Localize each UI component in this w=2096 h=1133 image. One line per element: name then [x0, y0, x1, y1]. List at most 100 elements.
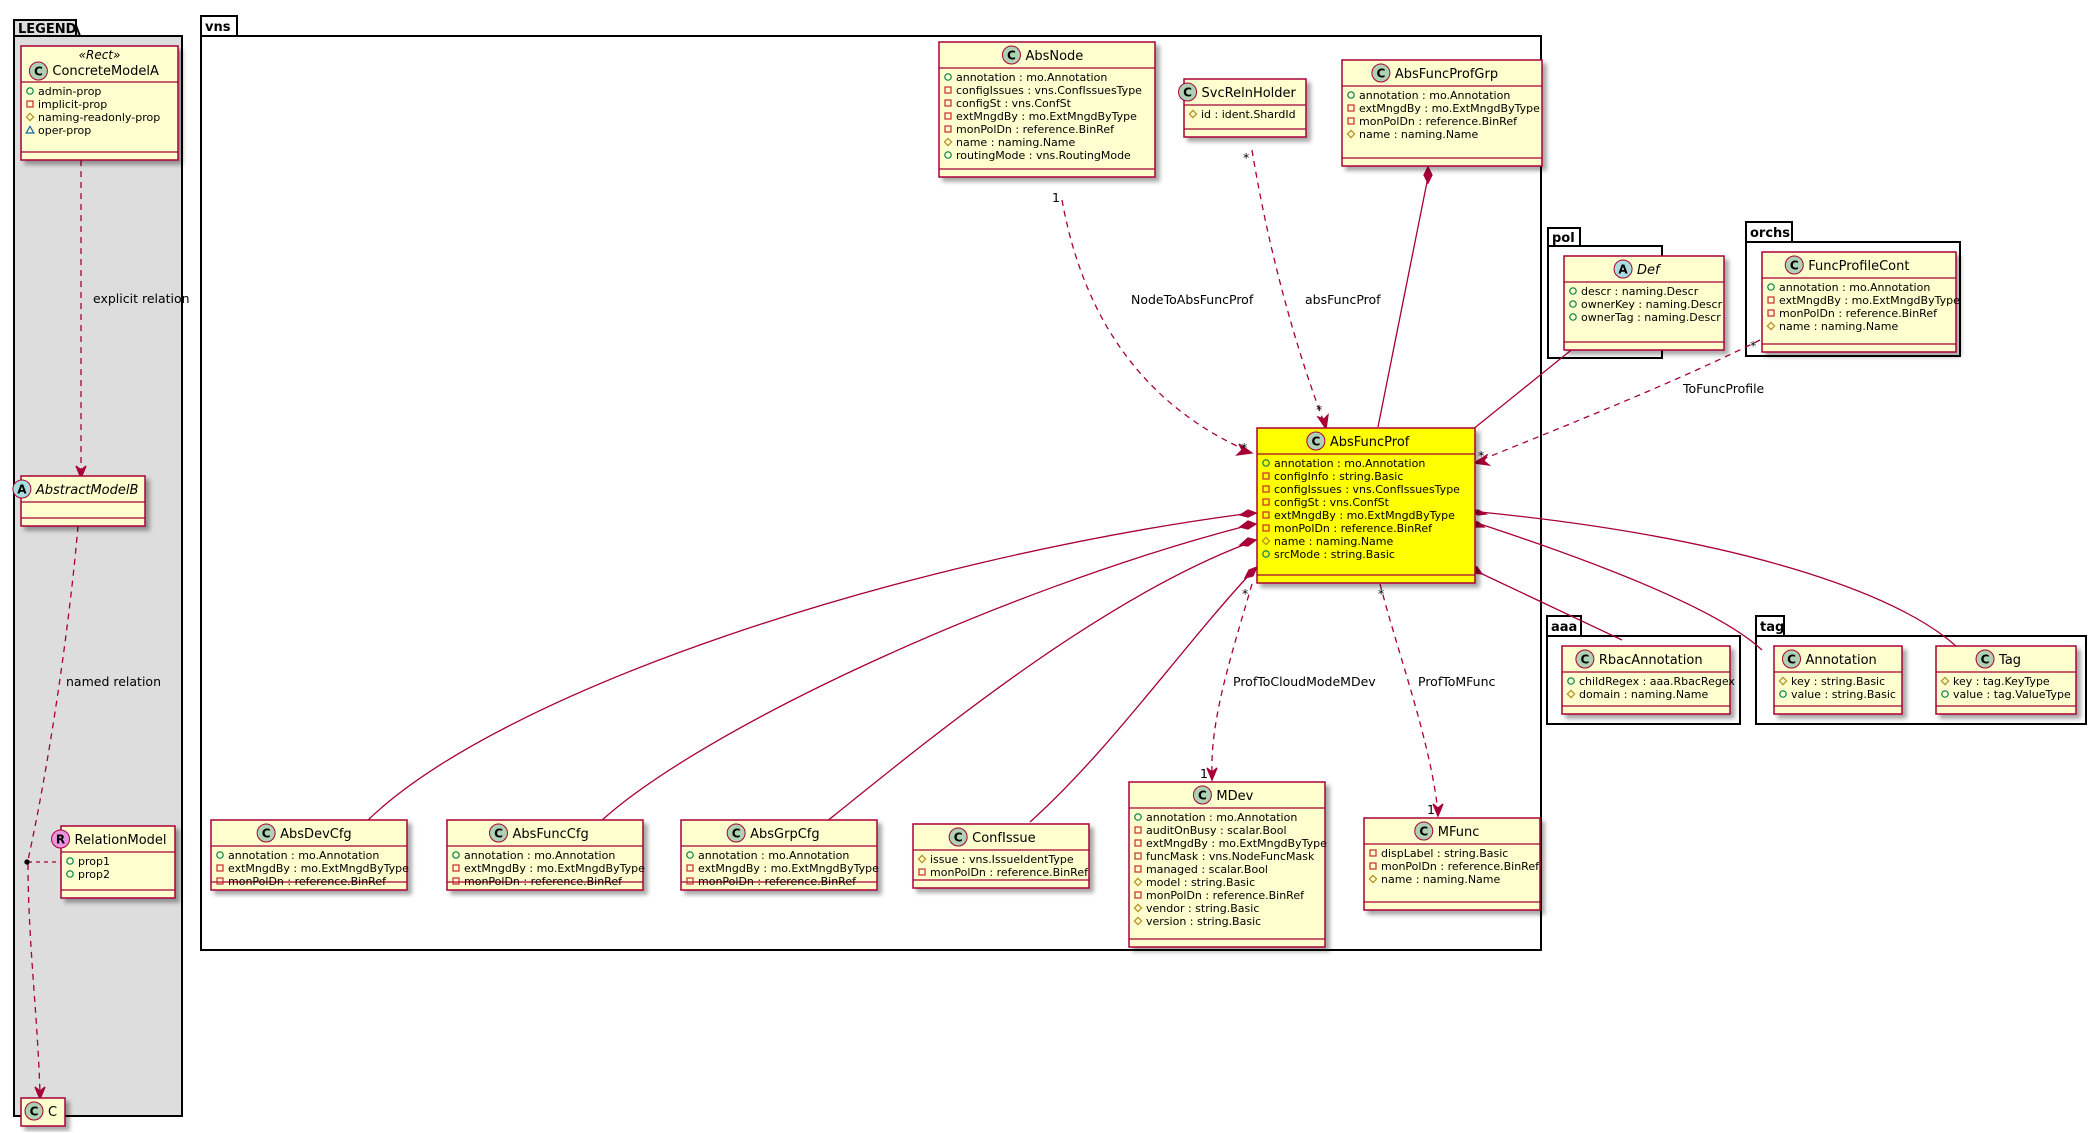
package-orchs-title: orchs	[1750, 226, 1790, 241]
class-name: RbacAnnotation	[1599, 653, 1703, 668]
class-attribute: configIssues : vns.ConfIssuesType	[1274, 483, 1460, 496]
package-pol-title: pol	[1552, 231, 1575, 246]
edges	[24, 149, 1961, 1101]
protected-visibility-icon	[1188, 109, 1198, 119]
mult-absfuncprof-mdev: *	[1242, 586, 1248, 601]
class-attribute: configInfo : string.Basic	[1274, 470, 1403, 483]
private-visibility-icon	[944, 112, 952, 120]
class-attribute: dispLabel : string.Basic	[1381, 847, 1508, 860]
private-visibility-icon	[944, 86, 952, 94]
class-attribute: annotation : mo.Annotation	[956, 71, 1107, 84]
public-visibility-icon	[1347, 91, 1355, 99]
class-kind-icon	[726, 823, 746, 843]
composition-diamond-absdevcfg	[1238, 509, 1258, 518]
class-attribute: name : naming.Name	[1779, 320, 1899, 333]
edge-prof-to-mdev-arrow	[1206, 767, 1218, 782]
class-kind-icon	[1178, 82, 1198, 102]
class-attribute: name : naming.Name	[1274, 535, 1394, 548]
protected-visibility-icon	[1133, 877, 1143, 887]
class-name: RelationModel	[75, 833, 167, 848]
protected-visibility-icon	[1133, 903, 1143, 913]
public-visibility-icon	[1569, 300, 1577, 308]
class-box	[60, 825, 176, 899]
class-attribute: auditOnBusy : scalar.Bool	[1146, 824, 1287, 837]
mult-absfuncprof-mfunc: *	[1378, 586, 1384, 601]
label-explicit-relation: explicit relation	[93, 291, 190, 306]
private-visibility-icon	[944, 99, 952, 107]
class-name: MFunc	[1438, 825, 1480, 840]
class-attribute: vendor : string.Basic	[1146, 902, 1259, 915]
class-kind-letter: C	[732, 827, 741, 841]
class-attribute: managed : scalar.Bool	[1146, 863, 1268, 876]
class-kind-letter: C	[30, 1105, 39, 1119]
private-visibility-icon	[1262, 485, 1270, 493]
package-visibility-icon	[25, 125, 35, 134]
label-abs-func-prof: absFuncProf	[1305, 292, 1381, 307]
mult-absfuncprof-node: *	[1241, 440, 1247, 455]
class-kind-icon	[1414, 821, 1434, 841]
private-visibility-icon	[1347, 104, 1355, 112]
class-kind-letter: C	[34, 65, 43, 79]
protected-visibility-icon	[25, 112, 35, 122]
class-kind-letter: C	[954, 831, 963, 845]
class-name: MDev	[1216, 789, 1253, 804]
class-kind-letter: R	[56, 833, 65, 847]
class-box	[446, 819, 644, 891]
class-name: ConfIssue	[972, 831, 1035, 846]
public-visibility-icon	[66, 857, 74, 865]
class-rbac-annotation[interactable]: C RbacAnnotation childRegex : aaa.RbacRege…	[1561, 645, 1735, 715]
private-visibility-icon	[1369, 849, 1377, 857]
class-attribute: configSt : vns.ConfSt	[956, 97, 1072, 110]
edge-node-to-absfuncprof-arrow	[1235, 443, 1254, 456]
class-attribute: monPolDn : reference.BinRef	[1779, 307, 1938, 320]
mult-funcprofilecont-many: *	[1750, 338, 1756, 353]
class-attribute: monPolDn : reference.BinRef	[228, 875, 387, 888]
mult-mfunc-one: 1	[1427, 802, 1435, 817]
mult-svc-many: *	[1243, 150, 1249, 165]
class-func-profile-cont[interactable]: C FuncProfileCont annotation : mo.Annotati…	[1761, 251, 1960, 353]
package-tag-title: tag	[1760, 620, 1784, 635]
class-attribute: annotation : mo.Annotation	[228, 849, 379, 862]
mult-absfuncprof-svc: *	[1316, 402, 1322, 417]
edge-named-relation-bottom	[27, 863, 41, 1096]
class-attribute: name : naming.Name	[956, 136, 1076, 149]
class-attribute: admin-prop	[38, 85, 101, 98]
class-kind-letter: C	[1311, 435, 1320, 449]
edge-absfuncprof-absfunccfg	[599, 525, 1247, 823]
class-attribute: naming-readonly-prop	[38, 111, 160, 124]
label-to-func-profile: ToFuncProfile	[1682, 381, 1765, 396]
class-attribute: childRegex : aaa.RbacRegex	[1579, 675, 1735, 688]
class-kind-letter: C	[1790, 259, 1799, 273]
protected-visibility-icon	[1346, 129, 1356, 139]
class-kind-letter: C	[494, 827, 503, 841]
class-box	[210, 819, 408, 891]
private-visibility-icon	[216, 864, 224, 872]
public-visibility-icon	[66, 870, 74, 878]
class-attribute: annotation : mo.Annotation	[1779, 281, 1930, 294]
edge-absfuncprof-tag	[1479, 511, 1961, 651]
class-attribute: monPolDn : reference.BinRef	[1381, 860, 1540, 873]
class-kind-letter: C	[1580, 653, 1589, 667]
protected-visibility-icon	[1940, 676, 1950, 686]
edge-explicit-relation-arrow	[75, 465, 87, 480]
class-name: FuncProfileCont	[1808, 259, 1909, 274]
class-box	[20, 45, 179, 161]
